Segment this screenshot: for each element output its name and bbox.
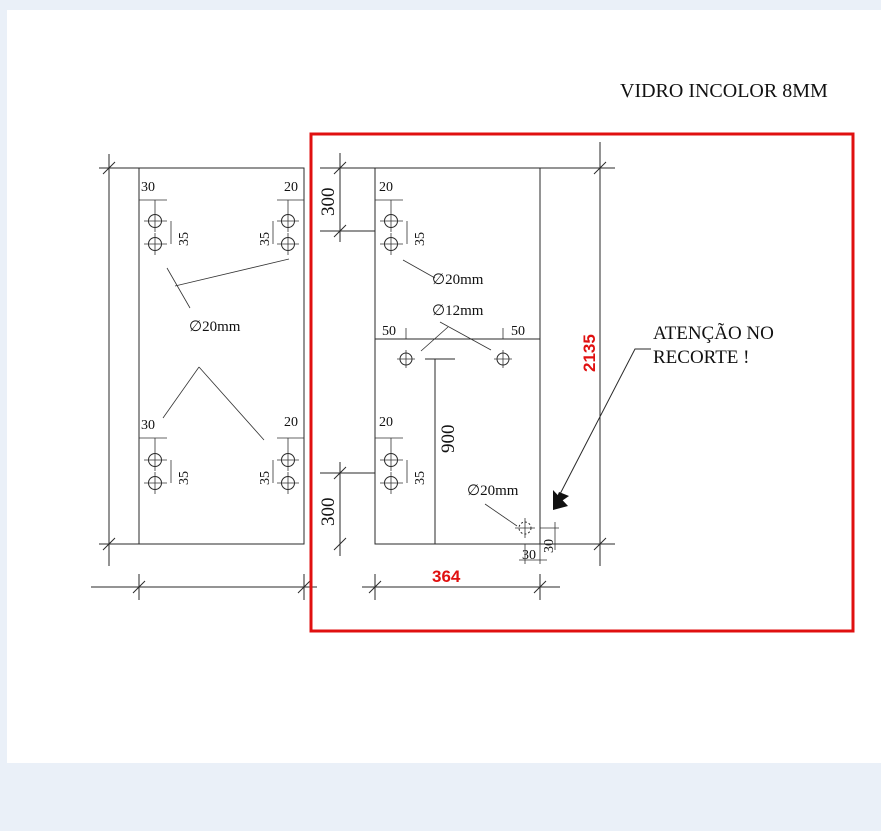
- left-spacing-35: 35: [177, 232, 192, 246]
- handle-edge-50-right: 50: [511, 324, 525, 339]
- right-hole-d20-top: ∅20mm: [432, 272, 484, 288]
- handle-edge-50-left: 50: [382, 324, 396, 339]
- drawing-sheet: VIDRO INCOLOR 8MM 30 35 20: [7, 10, 881, 763]
- arrowhead-icon: [553, 490, 568, 510]
- handle-hole-d12: ∅12mm: [432, 303, 484, 319]
- hole-group-right-top: 35: [375, 199, 428, 255]
- left-panel-outline: [138, 167, 305, 545]
- right-glass-panel: 300 300 20 35 ∅20mm ∅12mm 50 50: [318, 142, 615, 600]
- right-spacing-35-bottom: 35: [413, 471, 428, 485]
- notch-hole-d20: ∅20mm: [467, 483, 519, 499]
- notch-vertical-30: 30: [542, 539, 557, 553]
- handle-height-900: 900: [438, 425, 459, 454]
- right-spacing-35-top: 35: [413, 232, 428, 246]
- highlight-frame: [309, 132, 855, 633]
- hole-group-br: 35: [258, 437, 304, 494]
- glass-spec-title: VIDRO INCOLOR 8MM: [620, 80, 828, 102]
- hole-group-tl: 35: [139, 199, 192, 255]
- warning-line-2: RECORTE !: [653, 347, 750, 368]
- warning-leader-line: [558, 348, 651, 497]
- hole-group-tr: 35: [258, 199, 304, 255]
- left-edge-20-bottom: 20: [284, 415, 298, 430]
- top-hinge-offset-300: 300: [318, 188, 339, 217]
- notch-cutout: [515, 518, 535, 538]
- right-edge-20-bottom: 20: [379, 415, 393, 430]
- right-edge-20-top: 20: [379, 180, 393, 195]
- warning-line-1: ATENÇÃO NO: [653, 322, 774, 344]
- left-hole-d20-label: ∅20mm: [189, 319, 241, 335]
- left-spacing-35-r: 35: [258, 232, 273, 246]
- technical-drawing: VIDRO INCOLOR 8MM 30 35 20: [91, 80, 855, 633]
- left-glass-panel: 30 35 20 35 ∅20mm 30: [91, 154, 317, 600]
- hole-group-bl: 35: [139, 437, 192, 494]
- right-panel-outline: [374, 167, 541, 545]
- handle-hole-right: [494, 350, 512, 368]
- left-spacing-35-br: 35: [258, 471, 273, 485]
- hole-group-right-bottom: 35: [375, 437, 428, 494]
- left-spacing-35-bl: 35: [177, 471, 192, 485]
- bottom-hinge-offset-300: 300: [318, 498, 339, 527]
- total-width-364: 364: [432, 567, 461, 586]
- handle-hole-left: [397, 350, 415, 368]
- left-edge-30-bottom: 30: [141, 418, 155, 433]
- left-edge-30-top: 30: [141, 180, 155, 195]
- left-edge-20-top: 20: [284, 180, 298, 195]
- notch-horizontal-30: 30: [522, 548, 536, 563]
- total-height-2135: 2135: [580, 334, 599, 372]
